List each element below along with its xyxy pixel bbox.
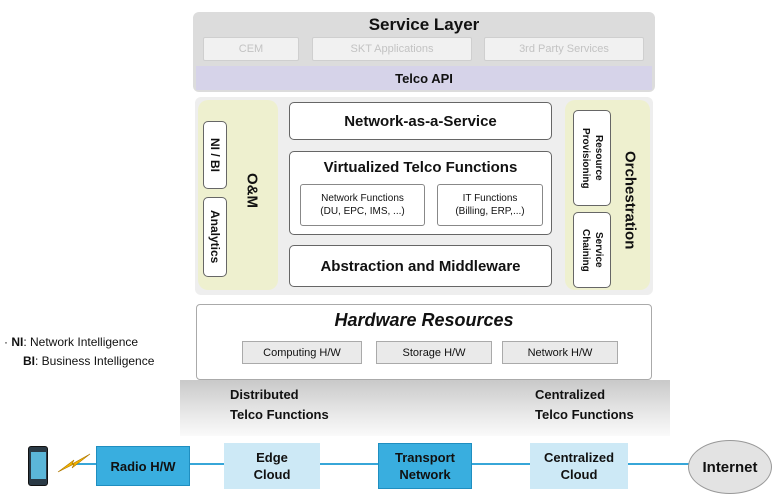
network-as-a-service-box: Network-as-a-Service [289, 102, 552, 140]
ni-bi-box: NI / BI [203, 121, 227, 189]
orchestration-label: Orchestration [621, 150, 639, 250]
service-chaining-box: Service Chaining [573, 212, 611, 288]
lightning-icon [57, 453, 91, 473]
edge-cloud-line-1: Edge [256, 450, 288, 465]
centralized-functions-label: Centralized Telco Functions [535, 385, 665, 425]
transport-network-node: Transport Network [378, 443, 472, 489]
hardware-resources-title: Hardware Resources [334, 309, 514, 330]
centralized-line-2: Telco Functions [535, 407, 634, 422]
network-hw-box: Network H/W [502, 341, 618, 364]
it-functions-title: IT Functions [462, 193, 518, 204]
centralized-cloud-line-2: Cloud [560, 467, 598, 482]
transport-network-line-2: Network [399, 467, 451, 482]
centralized-cloud-node: Centralized Cloud [530, 443, 628, 489]
telco-api-band: Telco API [196, 66, 652, 90]
resource-provisioning-box: Resource Provisioning [573, 110, 611, 206]
abstraction-middleware-box: Abstraction and Middleware [289, 245, 552, 287]
om-label: O&M [243, 172, 261, 208]
distributed-functions-label: Distributed Telco Functions [230, 385, 370, 425]
legend-ni: · NI: Network Intelligence [4, 335, 184, 349]
legend-ni-def: : Network Intelligence [23, 335, 139, 349]
centralized-line-1: Centralized [535, 387, 606, 402]
legend-bullet: · [4, 335, 12, 349]
network-functions-detail: (DU, EPC, IMS, ...) [320, 206, 405, 217]
storage-hw-box: Storage H/W [376, 341, 492, 364]
legend-bi-abbr: BI [23, 354, 35, 368]
it-functions-detail: (Billing, ERP,...) [455, 206, 525, 217]
centralized-cloud-line-1: Centralized [543, 450, 615, 465]
analytics-box: Analytics [203, 197, 227, 277]
it-functions-box: IT Functions (Billing, ERP,...) [437, 184, 543, 226]
radio-hw-node: Radio H/W [96, 446, 190, 486]
smartphone-icon [28, 446, 48, 486]
service-item-cem: CEM [203, 37, 299, 61]
distributed-line-2: Telco Functions [230, 407, 329, 422]
network-functions-title: Network Functions [321, 193, 404, 204]
edge-cloud-node: Edge Cloud [224, 443, 320, 489]
service-item-third-party: 3rd Party Services [484, 37, 644, 61]
platform-base [180, 380, 670, 436]
legend-bi: BI: Business Intelligence [23, 354, 193, 368]
service-item-skt-applications: SKT Applications [312, 37, 472, 61]
network-functions-box: Network Functions (DU, EPC, IMS, ...) [300, 184, 425, 226]
edge-cloud-line-2: Cloud [253, 467, 291, 482]
transport-network-line-1: Transport [395, 450, 455, 465]
computing-hw-box: Computing H/W [242, 341, 362, 364]
service-layer-title: Service Layer [368, 15, 480, 34]
smartphone-screen [31, 452, 46, 479]
virtualized-telco-functions-title: Virtualized Telco Functions [323, 158, 518, 176]
distributed-line-1: Distributed [230, 387, 299, 402]
internet-node: Internet [688, 440, 772, 494]
legend-bi-def: : Business Intelligence [35, 354, 155, 368]
legend-ni-abbr: NI [11, 335, 24, 349]
